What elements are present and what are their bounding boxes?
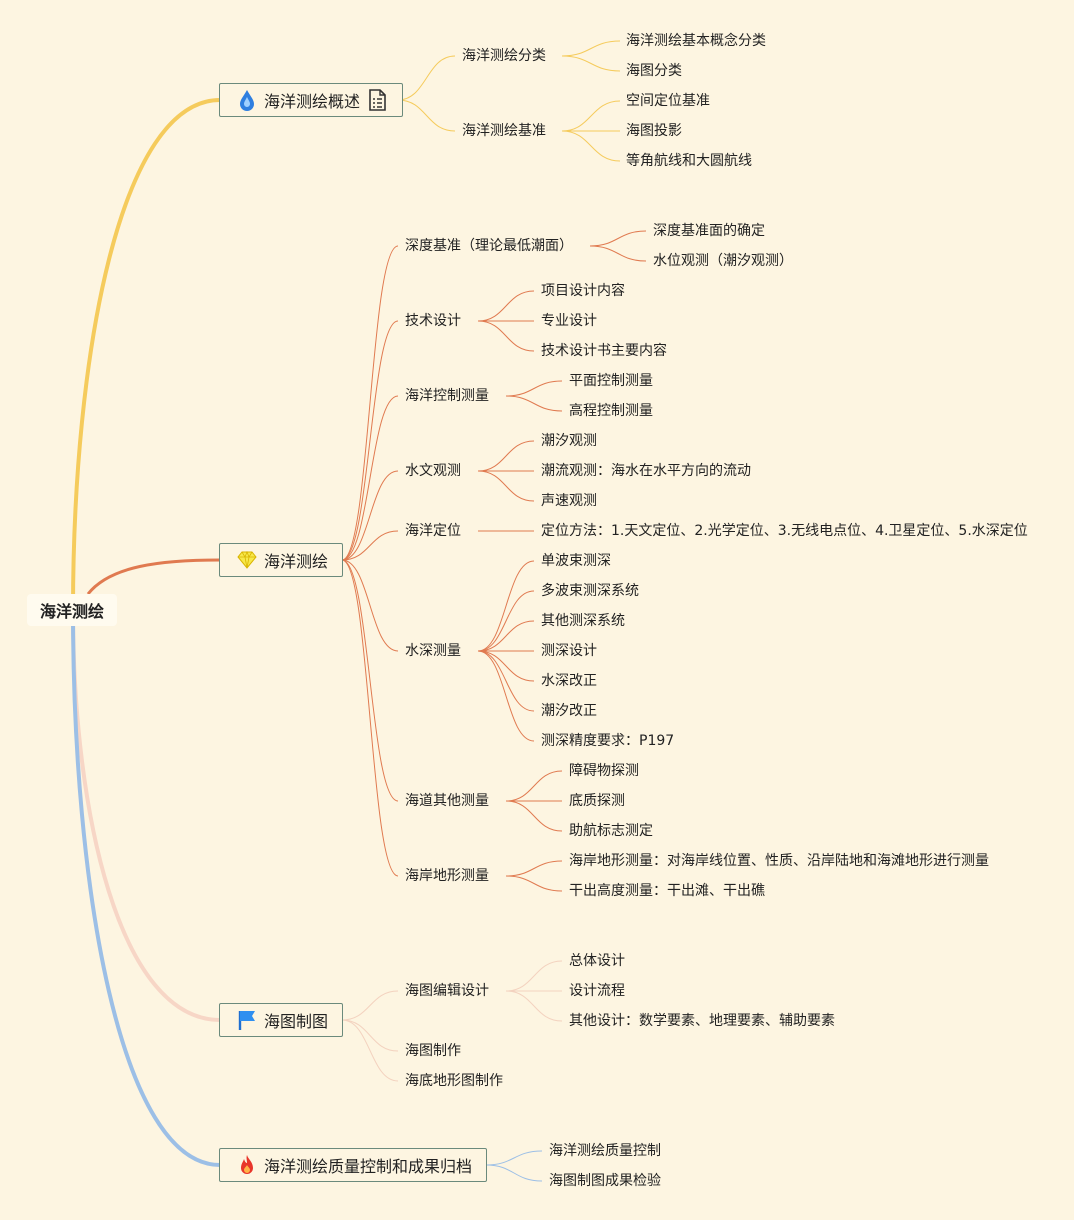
leaf-node[interactable]: 测深精度要求：P197 xyxy=(541,733,675,749)
topic-node[interactable]: 海岸地形测量 xyxy=(405,868,489,884)
fire-icon xyxy=(236,1154,258,1176)
leaf-node[interactable]: 空间定位基准 xyxy=(626,93,710,109)
leaf-node[interactable]: 潮流观测：海水在水平方向的流动 xyxy=(541,463,751,479)
root-label: 海洋测绘 xyxy=(39,602,104,621)
leaf-node[interactable]: 设计流程 xyxy=(569,983,625,999)
leaf-node[interactable]: 海图投影 xyxy=(626,123,682,139)
leaf-node[interactable]: 定位方法：1.天文定位、2.光学定位、3.无线电点位、4.卫星定位、5.水深定位 xyxy=(541,523,1028,539)
leaf-node[interactable]: 等角航线和大圆航线 xyxy=(626,153,752,169)
topic-node[interactable]: 海洋控制测量 xyxy=(405,388,489,404)
leaf-node[interactable]: 其他设计：数学要素、地理要素、辅助要素 xyxy=(569,1013,835,1029)
leaf-node[interactable]: 水位观测（潮汐观测） xyxy=(653,253,793,269)
topic-node[interactable]: 海图制图成果检验 xyxy=(549,1173,661,1189)
leaf-node[interactable]: 平面控制测量 xyxy=(569,373,653,389)
topic-node[interactable]: 海底地形图制作 xyxy=(405,1073,503,1089)
leaf-node[interactable]: 测深设计 xyxy=(541,643,597,659)
root-node[interactable]: 海洋测绘 xyxy=(27,594,117,626)
leaf-node[interactable]: 项目设计内容 xyxy=(541,283,625,299)
branch-label: 海洋测绘概述 xyxy=(264,92,361,111)
leaf-node[interactable]: 声速观测 xyxy=(541,493,597,509)
leaf-node[interactable]: 潮汐改正 xyxy=(541,703,597,719)
branch-label: 海洋测绘 xyxy=(264,552,329,571)
leaf-node[interactable]: 专业设计 xyxy=(541,313,597,329)
document-icon xyxy=(366,89,388,111)
topic-node[interactable]: 海洋测绘分类 xyxy=(462,48,546,64)
topic-node[interactable]: 技术设计 xyxy=(405,313,461,329)
leaf-node[interactable]: 水深改正 xyxy=(541,673,597,689)
leaf-node[interactable]: 高程控制测量 xyxy=(569,403,653,419)
leaf-node[interactable]: 总体设计 xyxy=(569,953,625,969)
leaf-node[interactable]: 干出高度测量：干出滩、干出礁 xyxy=(569,883,765,899)
branch-quality[interactable]: 海洋测绘质量控制和成果归档 xyxy=(219,1148,488,1182)
leaf-node[interactable]: 海岸地形测量：对海岸线位置、性质、沿岸陆地和海滩地形进行测量 xyxy=(569,853,989,869)
topic-node[interactable]: 深度基准（理论最低潮面） xyxy=(405,238,573,254)
topic-node[interactable]: 海洋测绘基准 xyxy=(462,123,546,139)
branch-overview[interactable]: 海洋测绘概述 xyxy=(219,83,404,117)
leaf-node[interactable]: 海图分类 xyxy=(626,63,682,79)
topic-node[interactable]: 海洋测绘质量控制 xyxy=(549,1143,661,1159)
leaf-node[interactable]: 技术设计书主要内容 xyxy=(541,343,667,359)
topic-node[interactable]: 水文观测 xyxy=(405,463,461,479)
leaf-node[interactable]: 海洋测绘基本概念分类 xyxy=(626,33,766,49)
leaf-node[interactable]: 障碍物探测 xyxy=(569,763,639,779)
topic-node[interactable]: 水深测量 xyxy=(405,643,461,659)
leaf-node[interactable]: 其他测深系统 xyxy=(541,613,625,629)
topic-node[interactable]: 海图编辑设计 xyxy=(405,983,489,999)
branch-charting[interactable]: 海图制图 xyxy=(219,1003,344,1037)
leaf-node[interactable]: 底质探测 xyxy=(569,793,625,809)
diamond-icon xyxy=(236,549,258,571)
leaf-node[interactable]: 助航标志测定 xyxy=(569,823,653,839)
water-drop-icon xyxy=(236,89,258,111)
leaf-node[interactable]: 单波束测深 xyxy=(541,553,611,569)
branch-survey[interactable]: 海洋测绘 xyxy=(219,543,344,577)
branch-label: 海洋测绘质量控制和成果归档 xyxy=(264,1157,473,1176)
flag-icon xyxy=(236,1009,258,1031)
branch-label: 海图制图 xyxy=(264,1012,329,1031)
leaf-node[interactable]: 深度基准面的确定 xyxy=(653,223,765,239)
topic-node[interactable]: 海洋定位 xyxy=(405,523,461,539)
topic-node[interactable]: 海道其他测量 xyxy=(405,793,489,809)
leaf-node[interactable]: 多波束测深系统 xyxy=(541,583,639,599)
topic-node[interactable]: 海图制作 xyxy=(405,1043,461,1059)
leaf-node[interactable]: 潮汐观测 xyxy=(541,433,597,449)
